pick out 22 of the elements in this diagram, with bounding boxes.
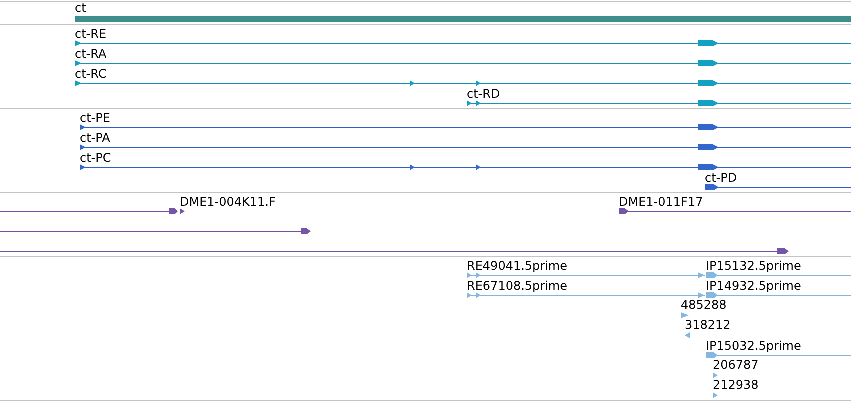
feature-label: IP15032.5prime bbox=[706, 339, 802, 353]
feature-label: ct-PE bbox=[80, 111, 110, 125]
feature-label: DME1-004K11.F bbox=[180, 195, 276, 209]
feature-label: ct-RE bbox=[75, 27, 107, 41]
feature-label: 318212 bbox=[685, 318, 731, 332]
feature-label: RE67108.5prime bbox=[467, 279, 568, 293]
feature-label: ct-RD bbox=[467, 87, 500, 101]
feature-label: 206787 bbox=[713, 358, 759, 372]
feature-label: DME1-011F17 bbox=[619, 195, 704, 209]
feature-label: 485288 bbox=[681, 298, 727, 312]
feature-label: ct bbox=[75, 1, 86, 15]
feature-label: ct-RC bbox=[75, 67, 107, 81]
gene-model-drawing bbox=[0, 227, 311, 235]
feature-label: ct-PA bbox=[80, 131, 110, 145]
feature-label: 212938 bbox=[713, 378, 759, 392]
feature-label: IP15132.5prime bbox=[706, 259, 802, 273]
gene-model-drawing bbox=[0, 247, 789, 255]
feature-label: ct-PD bbox=[705, 171, 738, 185]
feature-label: RE49041.5prime bbox=[467, 259, 568, 273]
feature-label: IP14932.5prime bbox=[706, 279, 802, 293]
feature-label: ct-PC bbox=[80, 151, 112, 165]
feature-label: ct-RA bbox=[75, 47, 107, 61]
